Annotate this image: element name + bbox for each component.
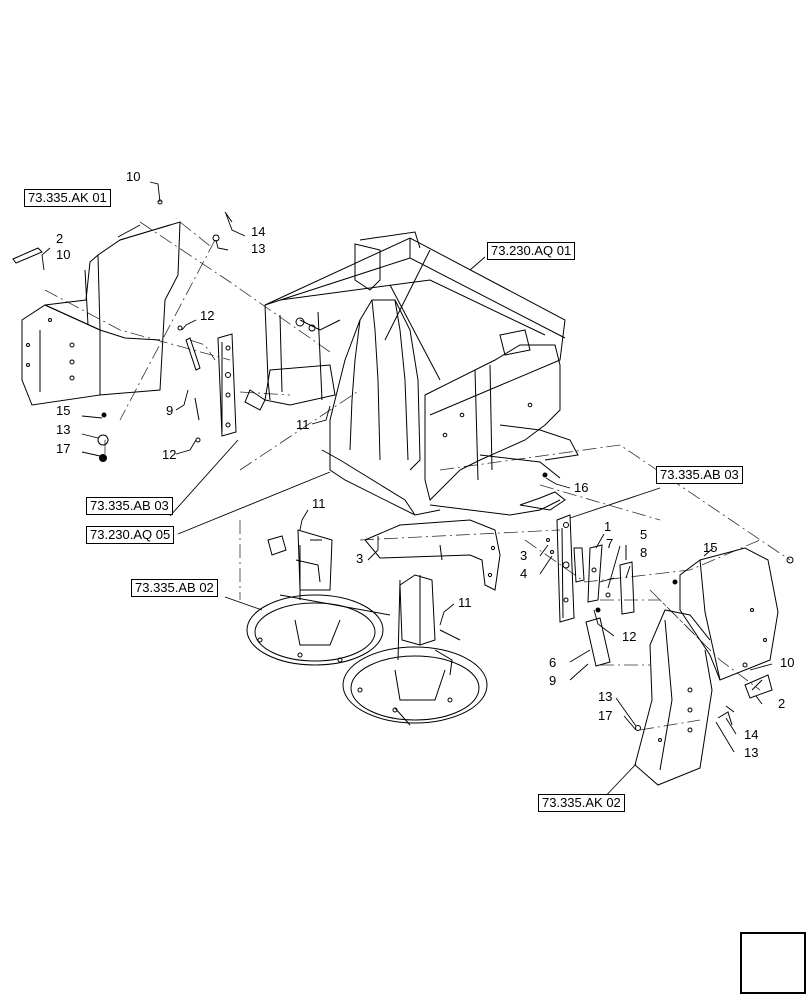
callout-7: 7: [606, 536, 614, 551]
right-mounting-rail: [546, 514, 635, 667]
callout-2: 2: [778, 696, 786, 711]
callout-11: 11: [458, 595, 472, 610]
callout-11: 11: [296, 417, 310, 432]
callout-12: 12: [200, 308, 215, 323]
ref-ab02[interactable]: 73.335.AB 02: [131, 579, 218, 597]
ref-ab03-right[interactable]: 73.335.AB 03: [656, 466, 743, 484]
callout-15: 15: [56, 403, 71, 418]
callout-17: 17: [56, 441, 71, 456]
callout-16: 16: [574, 480, 589, 495]
callout-10: 10: [126, 169, 141, 184]
callout-12: 12: [162, 447, 177, 462]
callout-15: 15: [703, 540, 718, 555]
callout-17: 17: [598, 708, 613, 723]
callout-4: 4: [520, 566, 528, 581]
phantom-lines: [44, 221, 791, 731]
callout-9: 9: [549, 673, 557, 688]
next-page-button[interactable]: [740, 932, 806, 994]
right-shield-panel: [634, 547, 794, 786]
callout-14: 14: [251, 224, 266, 239]
leader-lines: [41, 181, 773, 803]
callout-11: 11: [312, 496, 326, 511]
ref-aq05[interactable]: 73.230.AQ 05: [86, 526, 175, 544]
ref-ak02[interactable]: 73.335.AK 02: [538, 794, 625, 812]
callout-3: 3: [356, 551, 364, 566]
callout-13: 13: [251, 241, 266, 256]
ref-ab03-left[interactable]: 73.335.AB 03: [86, 497, 173, 515]
callout-14: 14: [744, 727, 759, 742]
callout-2: 2: [56, 231, 64, 246]
callout-12: 12: [622, 629, 637, 644]
callout-9: 9: [166, 403, 174, 418]
callout-13: 13: [598, 689, 613, 704]
cutter-discs: [246, 529, 488, 726]
callout-10: 10: [56, 247, 71, 262]
main-frame: [244, 231, 579, 591]
callout-8: 8: [640, 545, 648, 560]
left-shield-panel: [12, 221, 181, 406]
callout-1: 1: [604, 519, 612, 534]
callout-3: 3: [520, 548, 528, 563]
callout-5: 5: [640, 527, 648, 542]
ref-aq01[interactable]: 73.230.AQ 01: [487, 242, 576, 260]
callout-13: 13: [744, 745, 759, 760]
ref-ak01[interactable]: 73.335.AK 01: [24, 189, 111, 207]
callout-13: 13: [56, 422, 71, 437]
callout-10: 10: [780, 655, 795, 670]
callout-6: 6: [549, 655, 557, 670]
